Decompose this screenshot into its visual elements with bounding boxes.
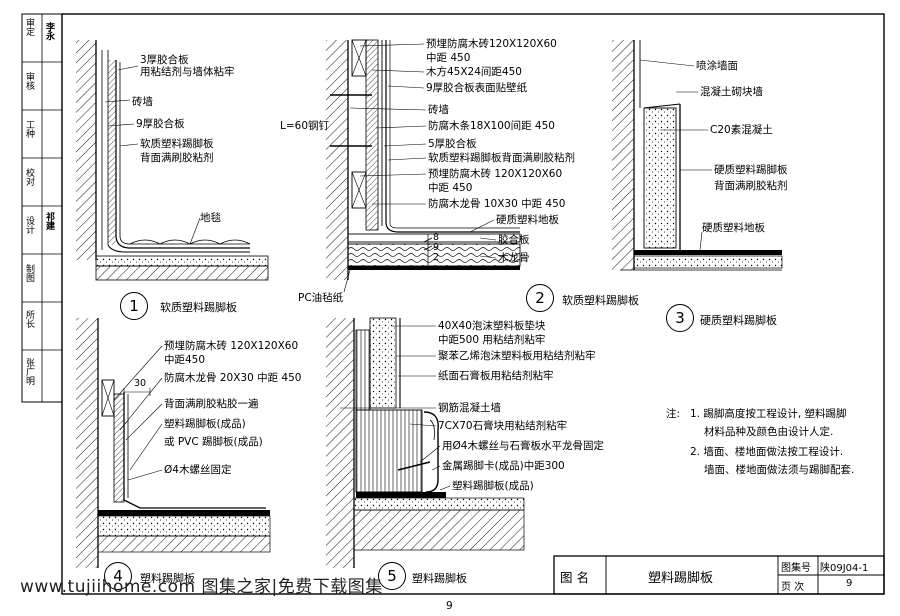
- d1-label-1: 用粘结剂与墙体粘牢: [140, 66, 235, 78]
- detail-4-section: [76, 318, 271, 568]
- detail-number-1: 1: [120, 292, 148, 320]
- notes-prefix: 注:: [666, 408, 681, 420]
- d5-label-3: 纸面石膏板用粘结剂粘牢: [438, 370, 554, 382]
- d3-label-4: 背面满刷胶粘剂: [714, 180, 788, 192]
- note-line-1: 1. 踢脚高度按工程设计, 塑料踢脚: [690, 408, 847, 420]
- d3-label-0: 喷涂墙面: [696, 60, 738, 72]
- d1-label-5: 背面满刷胶粘剂: [140, 152, 214, 164]
- d5-label-6: 用Ø4木螺丝与石膏板水平龙骨固定: [442, 440, 604, 452]
- atlas-label: 图集号: [781, 563, 811, 574]
- d2-label-1: 中距 450: [426, 52, 471, 64]
- side-label-8: 张广明: [24, 358, 34, 385]
- d3-label-2: C20素混凝土: [710, 124, 773, 136]
- d2-pc-label: PC油毡纸: [298, 292, 344, 304]
- d5-label-1: 中距500 用粘结剂粘牢: [438, 334, 546, 346]
- d3-label-5: 硬质塑料地板: [702, 222, 765, 234]
- side-sig-5: 祁建: [44, 212, 54, 230]
- detail-number-2: 2: [526, 284, 554, 312]
- side-sig-1: 李永: [44, 22, 54, 40]
- side-label-7: 所长: [24, 310, 34, 328]
- note-line-4: 墙面、楼地面做法须与踢脚配套.: [704, 464, 855, 476]
- page-value: 9: [846, 578, 853, 589]
- d2-label-10: 防腐木龙骨 10X30 中距 450: [428, 198, 566, 210]
- d2-label-2: 木方45X24间距450: [426, 66, 522, 78]
- d4-label-0: 预埋防腐木砖 120X120X60: [164, 340, 299, 352]
- d2-dim-1: 9: [433, 242, 440, 253]
- detail-3-section: [612, 40, 783, 271]
- d1-label-2: 砖墙: [132, 96, 153, 108]
- d2-label-0: 预埋防腐木砖120X120X60: [426, 38, 557, 50]
- detail-number-4: 4: [104, 562, 132, 590]
- d4-label-2: 防腐木龙骨 20X30 中距 450: [164, 372, 302, 384]
- d1-label-3: 9厚胶合板: [136, 118, 185, 130]
- d5-label-7: 金属踢脚卡(成品)中距300: [442, 460, 565, 472]
- side-label-6: 制图: [24, 264, 34, 282]
- d1-label-6: 地毯: [200, 212, 221, 224]
- title-block-lines: [553, 555, 885, 595]
- note-line-3: 2. 墙面、楼地面做法按工程设计.: [690, 446, 844, 458]
- d2-label-6: 5厚胶合板: [428, 138, 477, 150]
- detail-1-section: [76, 40, 269, 281]
- d4-dim: 30: [134, 378, 147, 389]
- d2-dim-2: 2: [433, 252, 440, 263]
- d2-label-13: 木龙骨: [498, 252, 530, 264]
- detail-2-section: [326, 39, 521, 293]
- page-label: 页 次: [781, 582, 805, 593]
- d1-label-0: 3厚胶合板: [140, 54, 189, 66]
- d2-label-4: 砖墙: [428, 104, 449, 116]
- d1-caption: 软质塑料踢脚板: [160, 301, 237, 314]
- d2-label-7: 软质塑料踢脚板背面满刷胶粘剂: [428, 152, 575, 164]
- side-label-5: 设计: [24, 216, 34, 234]
- d5-label-0: 40X40泡沫塑料板垫块: [438, 320, 546, 332]
- d4-label-6: Ø4木螺丝固定: [164, 464, 232, 476]
- side-label-2: 审核: [24, 72, 34, 90]
- d5-label-5: 7CX70石膏块用粘结剂粘牢: [438, 420, 568, 432]
- detail-number-5: 5: [378, 562, 406, 590]
- d4-label-1: 中距450: [164, 354, 206, 366]
- page-number: 9: [446, 600, 453, 612]
- d2-label-9: 中距 450: [428, 182, 473, 194]
- atlas-number: 陕09J04-1: [820, 563, 869, 574]
- d2-label-11: 硬质塑料地板: [496, 214, 559, 226]
- d3-label-1: 混凝土砌块墙: [700, 86, 763, 98]
- d4-label-5: 或 PVC 踢脚板(成品): [164, 436, 263, 448]
- d2-caption: 软质塑料踢脚板: [562, 294, 639, 307]
- d3-caption: 硬质塑料踢脚板: [700, 314, 777, 327]
- title-name-label: 图 名: [560, 570, 589, 585]
- d4-label-3: 背面满刷胶粘胶一遍: [164, 398, 259, 410]
- d3-label-3: 硬质塑料踢脚板: [714, 164, 788, 176]
- d5-label-4: 钢筋混凝土墙: [438, 402, 501, 414]
- d2-nail-label: L=60钢钉: [280, 120, 330, 132]
- detail-5-section: [326, 317, 525, 568]
- d2-label-8: 预埋防腐木砖 120X120X60: [428, 168, 563, 180]
- d2-dim-0: 8: [433, 232, 440, 243]
- d2-label-12: 胶合板: [498, 234, 530, 246]
- d5-label-8: 塑料踢脚板(成品): [452, 480, 534, 492]
- d4-caption: 塑料踢脚板: [140, 572, 195, 585]
- watermark-text: www.tujiihome.com 图集之家|免费下载图集: [20, 577, 383, 597]
- detail-number-3: 3: [666, 304, 694, 332]
- note-line-2: 材料品种及颜色由设计人定.: [704, 426, 834, 438]
- side-label-3: 工种: [24, 120, 34, 138]
- d2-label-5: 防腐木条18X100间距 450: [428, 120, 555, 132]
- d2-label-3: 9厚胶合板表面贴壁纸: [426, 82, 528, 94]
- d1-label-4: 软质塑料踢脚板: [140, 138, 214, 150]
- d5-caption: 塑料踢脚板: [412, 572, 467, 585]
- side-label-4: 校对: [24, 168, 34, 186]
- drawing-title: 塑料踢脚板: [648, 571, 714, 586]
- side-label-1: 审定: [24, 18, 34, 36]
- d5-label-2: 聚苯乙烯泡沫塑料板用粘结剂粘牢: [438, 350, 596, 362]
- d4-label-4: 塑料踢脚板(成品): [164, 418, 246, 430]
